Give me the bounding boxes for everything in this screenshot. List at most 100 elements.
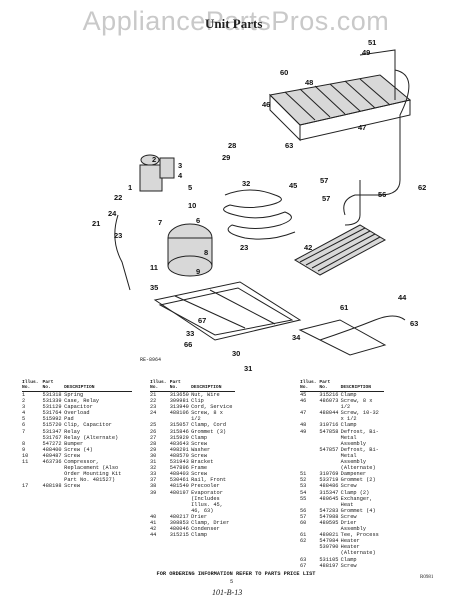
callout: 1 <box>128 183 132 192</box>
cell-description: Capacitor <box>64 404 93 411</box>
cell-description: Screw (4) <box>64 446 93 453</box>
callout: 21 <box>92 219 100 228</box>
heat-exchanger-drawing <box>343 150 401 216</box>
cell-ill-no: 22 <box>150 398 157 405</box>
cell-part-no: 488570 <box>169 452 189 459</box>
cell-description: Spring <box>64 392 84 398</box>
cell-ill-no: 37 <box>150 477 157 484</box>
callout: 2 <box>152 155 156 164</box>
precooler-drawing <box>223 189 296 240</box>
page-heading: Unit Parts <box>205 16 263 31</box>
cell-part-no: 547858 <box>319 428 339 435</box>
callout: 32 <box>242 179 250 188</box>
cell-part-no: 531943 <box>169 459 189 466</box>
cell-ill-no: 6 <box>22 422 26 429</box>
cell-part-no: 313940 <box>169 404 189 411</box>
cell-ill-no: 5 <box>22 416 26 423</box>
cell-ill-no: 55 <box>300 495 307 502</box>
figure-code: RE-8964 <box>140 357 162 363</box>
cell-part-no: 315057 <box>169 422 189 429</box>
cell-description: Tee, Process <box>340 532 379 539</box>
cell-description: Condenser <box>191 526 220 533</box>
callout: 29 <box>222 153 230 162</box>
column-header-part-no: Part No. <box>42 380 65 392</box>
exploded-parts-diagram: 51 49 60 48 46 47 63 28 2 3 4 5 29 32 45… <box>92 38 426 372</box>
callout: 63 <box>410 319 418 328</box>
callout: 57 <box>320 176 328 185</box>
cell-ill-no: 42 <box>150 526 157 533</box>
callout: 34 <box>292 333 301 342</box>
cell-part-no: 486073 <box>319 398 339 405</box>
callout: 62 <box>418 183 426 192</box>
callout: 5 <box>188 183 192 192</box>
cell-ill-no: 67 <box>300 562 307 569</box>
cell-ill-no: 8 <box>22 440 26 447</box>
column-header-description: DESCRIPTION <box>191 380 235 392</box>
cell-ill-no: 7 <box>22 428 26 435</box>
cell-part-no: 531318 <box>42 392 62 398</box>
cell-description: Clamp, Cord <box>191 422 227 429</box>
cell-description: Screw, 8 x 1/2 <box>191 410 223 423</box>
cell-ill-no: 25 <box>150 422 157 429</box>
ordering-note: FOR ORDERING INFORMATION REFER TO PARTS … <box>156 571 316 577</box>
cell-ill-no <box>300 447 319 471</box>
cell-ill-no: 28 <box>150 440 157 447</box>
callout: 6 <box>196 216 200 225</box>
compressor-drawing <box>167 223 213 277</box>
column-header-description: DESCRIPTION <box>64 380 132 392</box>
cell-ill-no: 49 <box>300 428 307 435</box>
cell-description: Bumper <box>64 440 84 447</box>
cell-part-no: 463736 <box>42 459 62 466</box>
callout: 9 <box>196 267 200 276</box>
callout: 10 <box>188 201 196 210</box>
cell-ill-no: 48 <box>300 422 307 429</box>
cell-part-no: 488044 <box>319 410 339 417</box>
cell-ill-no: 52 <box>300 477 307 484</box>
callout: 22 <box>114 193 122 202</box>
cell-ill-no: 46 <box>300 398 307 405</box>
callout: 3 <box>178 161 182 170</box>
cell-ill-no: 11 <box>22 459 29 466</box>
relay-capacitor-drawing <box>114 154 175 291</box>
column-header-ill-no: Illus. No. <box>150 380 170 392</box>
cell-description: Compressor, Replacement (Also Order Moun… <box>64 459 122 484</box>
cell-part-no: 480197 <box>169 489 189 496</box>
cell-description: Screw <box>191 440 208 447</box>
cell-description: Clamp <box>340 422 357 429</box>
callout: 4 <box>178 171 183 180</box>
cell-description: Case, Relay <box>64 398 100 405</box>
callout: 67 <box>198 316 206 325</box>
cell-part-no: 531767 <box>42 434 62 441</box>
cell-ill-no: 45 <box>300 392 307 398</box>
cell-part-no: 480645 <box>319 495 339 502</box>
cell-description: Defrost, Bi-Metal Assembly (Alternate) <box>340 446 379 472</box>
cell-description: Clamp <box>340 392 357 398</box>
cell-description: Evaporator (Includes Illus. 45, 46, 63) <box>191 489 223 514</box>
cell-part-no: 313650 <box>169 392 189 398</box>
cell-ill-no: 51 <box>300 471 307 478</box>
cell-part-no: 515992 <box>42 416 62 423</box>
cell-description: Rail, Front <box>191 477 227 484</box>
cell-ill-no: 32 <box>150 465 157 472</box>
cell-part-no: 480595 <box>319 519 339 526</box>
cell-part-no: 488198 <box>42 483 62 490</box>
cell-ill-no: 60 <box>300 519 307 526</box>
